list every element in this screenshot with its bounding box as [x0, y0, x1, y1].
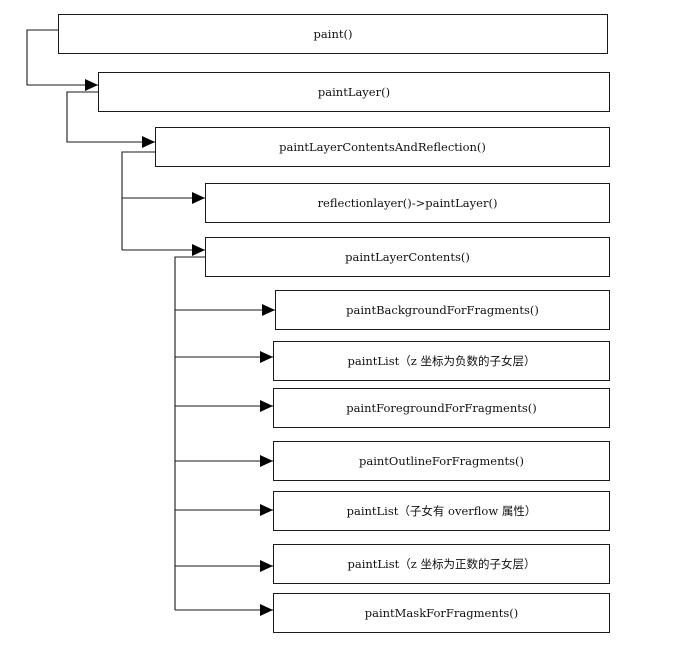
edge-to-layer-contents-arrowhead — [192, 244, 205, 256]
node-reflection-paint-layer: reflectionlayer()->paintLayer() — [205, 183, 610, 223]
node-reflection-paint-layer-label: reflectionlayer()->paintLayer() — [317, 196, 498, 210]
edge-paint-to-paint-layer-line — [26, 29, 98, 86]
node-layer-contents: paintLayerContents() — [205, 237, 610, 277]
edge-to-list-negative-z-arrowhead — [260, 351, 273, 363]
node-mask-fragments: paintMaskForFragments() — [273, 593, 610, 633]
edge-to-foreground-fragments-arrowhead — [260, 400, 273, 412]
node-list-positive-z: paintList（z 坐标为正数的子女层） — [273, 544, 610, 584]
edge-to-list-positive-z-arrowhead — [260, 560, 273, 572]
edge-to-outline-fragments-arrowhead — [260, 455, 273, 467]
node-paint-layer-label: paintLayer() — [317, 85, 391, 99]
node-contents-and-reflection: paintLayerContentsAndReflection() — [155, 127, 610, 167]
node-outline-fragments: paintOutlineForFragments() — [273, 441, 610, 481]
node-paint-label: paint() — [313, 27, 353, 41]
node-foreground-fragments-label: paintForegroundForFragments() — [346, 401, 537, 415]
node-paint-layer: paintLayer() — [98, 72, 610, 112]
node-list-negative-z: paintList（z 坐标为负数的子女层） — [273, 341, 610, 381]
edge-to-background-fragments-arrowhead — [262, 304, 275, 316]
edge-to-list-overflow-arrowhead — [260, 504, 273, 516]
node-paint: paint() — [58, 14, 608, 54]
trunk-layer-contents — [174, 256, 205, 610]
node-layer-contents-label: paintLayerContents() — [345, 250, 470, 264]
trunk-contents-and-reflection — [121, 151, 155, 250]
edge-to-mask-fragments-arrowhead — [260, 604, 273, 616]
node-foreground-fragments: paintForegroundForFragments() — [273, 388, 610, 428]
node-background-fragments: paintBackgroundForFragments() — [275, 290, 610, 330]
node-list-overflow: paintList（子女有 overflow 属性） — [273, 491, 610, 531]
node-list-positive-z-label: paintList（z 坐标为正数的子女层） — [347, 557, 536, 571]
node-contents-and-reflection-label: paintLayerContentsAndReflection() — [279, 140, 486, 154]
node-list-negative-z-label: paintList（z 坐标为负数的子女层） — [347, 354, 536, 368]
node-list-overflow-label: paintList（子女有 overflow 属性） — [346, 504, 537, 518]
edge-paint-layer-to-contents-and-reflection-line — [66, 91, 155, 143]
edge-to-reflection-paint-layer-arrowhead — [192, 192, 205, 204]
node-outline-fragments-label: paintOutlineForFragments() — [358, 454, 525, 468]
node-background-fragments-label: paintBackgroundForFragments() — [346, 303, 539, 317]
node-mask-fragments-label: paintMaskForFragments() — [364, 606, 519, 620]
edge-paint-layer-to-contents-and-reflection-arrowhead — [142, 136, 155, 148]
edge-paint-to-paint-layer-arrowhead — [85, 79, 98, 91]
